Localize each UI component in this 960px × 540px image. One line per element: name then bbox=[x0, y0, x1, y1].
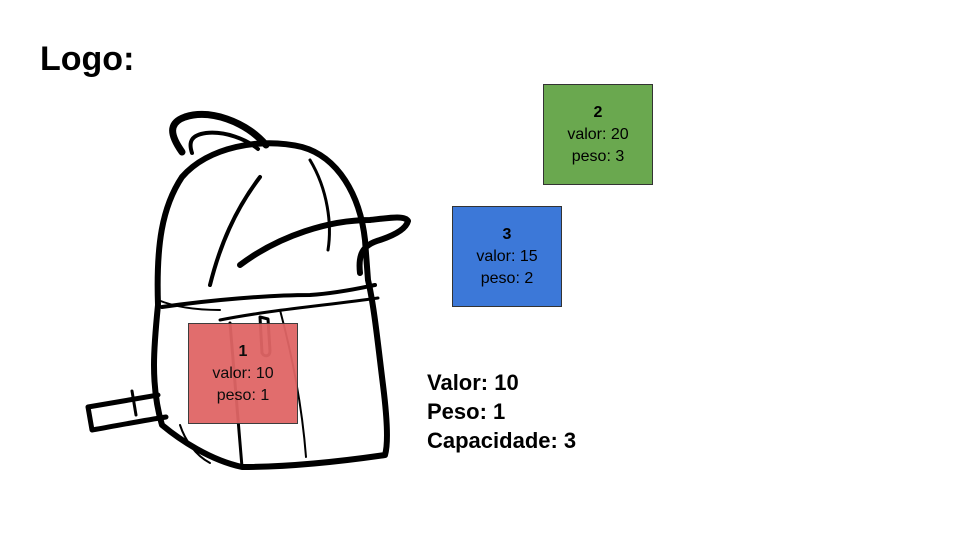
item-card-3[interactable]: 3 valor: 15 peso: 2 bbox=[452, 206, 562, 307]
item-valor: valor: 20 bbox=[567, 126, 629, 143]
total-valor: Valor: 10 bbox=[427, 370, 519, 395]
item-number: 1 bbox=[238, 343, 248, 360]
item-peso: peso: 1 bbox=[216, 387, 270, 404]
total-peso: Peso: 1 bbox=[427, 399, 506, 424]
item-number: 3 bbox=[502, 226, 512, 243]
item-peso: peso: 3 bbox=[571, 148, 625, 165]
page-title: Logo: bbox=[40, 40, 135, 78]
item-card-1[interactable]: 1 valor: 10 peso: 1 bbox=[188, 323, 298, 424]
backpack-illustration bbox=[85, 111, 411, 470]
item-valor: valor: 15 bbox=[476, 248, 538, 265]
knapsack-stats: Valor: 10 Peso: 1 Capacidade: 3 bbox=[427, 368, 576, 455]
item-number: 2 bbox=[593, 104, 603, 121]
item-valor: valor: 10 bbox=[212, 365, 274, 382]
capacidade: Capacidade: 3 bbox=[427, 428, 577, 453]
item-peso: peso: 2 bbox=[480, 270, 534, 287]
item-card-2[interactable]: 2 valor: 20 peso: 3 bbox=[543, 84, 653, 185]
